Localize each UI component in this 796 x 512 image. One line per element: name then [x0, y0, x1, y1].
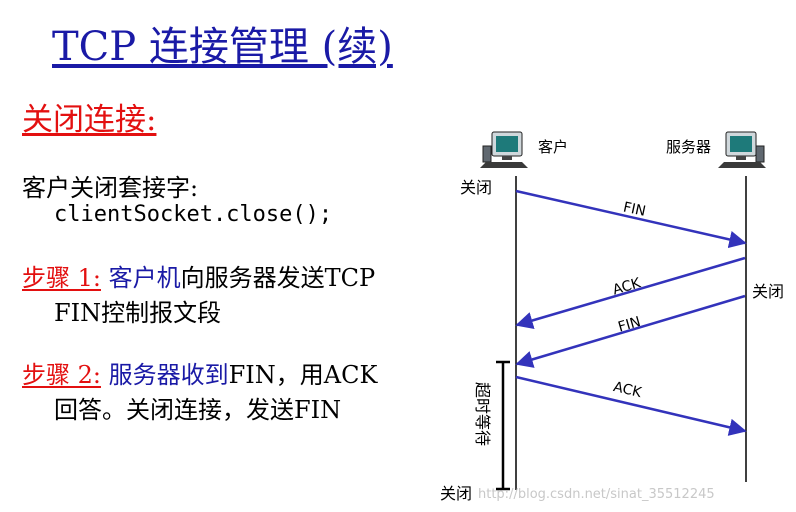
- server-label: 服务器: [666, 138, 711, 156]
- timed-wait-label: 超时等待: [473, 382, 492, 446]
- client-close-label: 关闭: [460, 178, 492, 197]
- step2-label: 步骤 2:: [22, 361, 101, 389]
- step1-line2: FIN控制报文段: [54, 299, 222, 327]
- step2-actor: 服务器收到: [108, 361, 229, 389]
- ack-label-2: ACK: [612, 379, 644, 401]
- ack-arrow-server-to-client: [515, 256, 746, 329]
- page-title: TCP 连接管理 (续): [52, 24, 393, 70]
- server-computer-icon: [718, 131, 766, 168]
- step1-label: 步骤 1:: [22, 264, 101, 292]
- fin-label-1: FIN: [622, 199, 647, 219]
- client-label: 客户: [538, 138, 568, 156]
- ack-label-1: ACK: [611, 275, 643, 298]
- step2-line1: 步骤 2: 服务器收到FIN，用ACK: [22, 355, 377, 390]
- step2-line2: 回答。关闭连接，发送FIN: [54, 396, 342, 424]
- server-close-label: 关闭: [752, 282, 784, 301]
- client-computer-icon: [480, 131, 528, 168]
- ack-arrow-client-to-server: [515, 375, 747, 436]
- final-close-label: 关闭: [440, 484, 472, 503]
- step1-text: 向服务器发送TCP: [180, 264, 376, 292]
- client-close-text: 客户关闭套接字:: [22, 174, 199, 202]
- fin-arrow-client-to-server: [515, 189, 747, 249]
- close-code: clientSocket.close();: [54, 202, 333, 227]
- fin-label-2: FIN: [616, 314, 642, 336]
- fin-arrow-server-to-client: [515, 294, 746, 368]
- section-heading: 关闭连接:: [22, 102, 157, 138]
- step1-line1: 步骤 1: 客户机向服务器发送TCP: [22, 258, 375, 293]
- step1-actor: 客户机: [108, 264, 181, 292]
- watermark: http://blog.csdn.net/sinat_35512245: [478, 487, 715, 502]
- timed-wait-bracket: [496, 360, 510, 491]
- step2-text: FIN，用ACK: [228, 361, 378, 389]
